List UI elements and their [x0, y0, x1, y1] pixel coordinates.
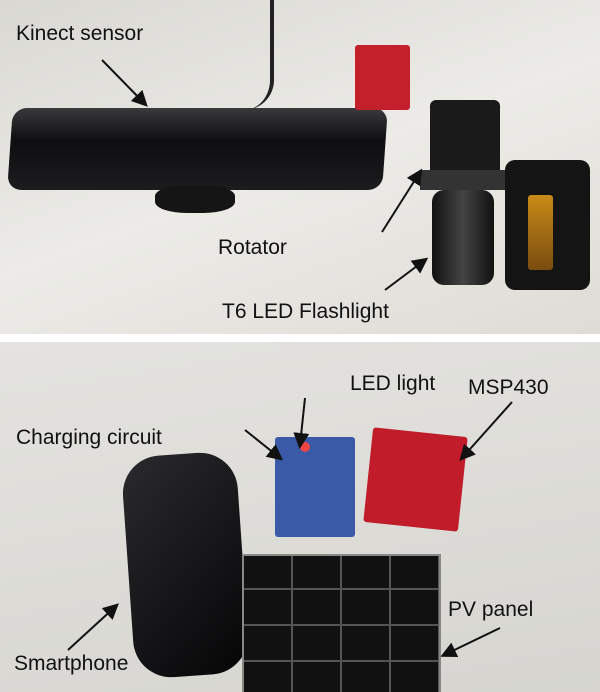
label-kinect-sensor: Kinect sensor: [16, 22, 144, 45]
smartphone: [120, 450, 251, 680]
kinect-base: [155, 185, 235, 213]
label-flashlight: T6 LED Flashlight: [222, 300, 389, 323]
kinect-sensor: [7, 108, 388, 190]
controller-board: [355, 45, 410, 110]
top-photo: Kinect sensor Rotator T6 LED Flashlight: [0, 0, 600, 334]
kinect-cable: [230, 0, 274, 110]
servo-rotator: [430, 100, 500, 175]
pv-panel: [242, 554, 441, 692]
label-rotator: Rotator: [218, 236, 287, 259]
label-msp430: MSP430: [468, 376, 549, 399]
label-led-light: LED light: [350, 372, 436, 395]
label-pv-panel: PV panel: [448, 598, 534, 621]
led-light: [300, 442, 310, 452]
msp430-board: [363, 427, 468, 532]
charging-circuit-board: [275, 437, 355, 537]
label-charging-circuit: Charging circuit: [16, 426, 162, 449]
label-smartphone: Smartphone: [14, 652, 129, 675]
flashlight: [432, 190, 494, 285]
bottom-photo: LED light Charging circuit MSP430 PV pan…: [0, 342, 600, 692]
rotator-bracket: [420, 170, 515, 190]
battery: [528, 195, 553, 270]
